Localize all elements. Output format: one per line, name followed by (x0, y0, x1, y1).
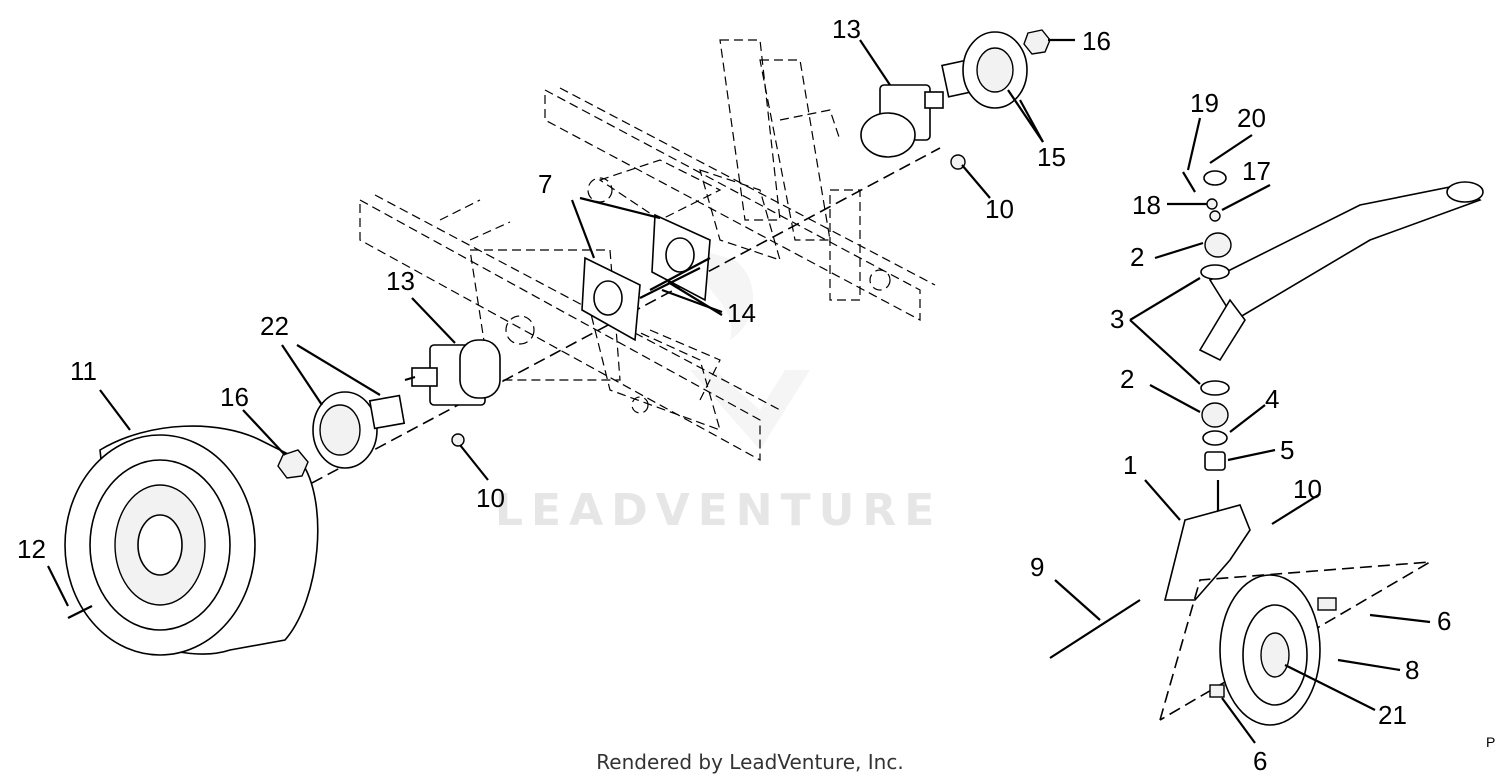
caster-tire (1159, 561, 1431, 726)
callout-21: 21 (1378, 700, 1407, 730)
callout-15: 15 (1037, 142, 1066, 172)
callout-20: 20 (1237, 103, 1266, 133)
axle-line-left (279, 147, 941, 501)
watermark-text: LEADVENTURE (495, 485, 942, 536)
corner-mark: P (1486, 734, 1496, 750)
left-hub (312, 391, 406, 469)
callout-10: 10 (476, 483, 505, 513)
callout-10: 10 (1293, 474, 1322, 504)
callout-13: 13 (832, 14, 861, 44)
callout-22: 22 (260, 311, 289, 341)
right-wheel-nut (1023, 29, 1051, 55)
nut-left (451, 433, 465, 447)
spacer-bottom (1209, 684, 1225, 698)
callout-8: 8 (1405, 655, 1419, 685)
callout-1: 1 (1123, 450, 1137, 480)
callout-18: 18 (1132, 190, 1161, 220)
callout-11: 11 (70, 356, 97, 386)
right-hub (941, 31, 1028, 109)
callout-6: 6 (1253, 746, 1267, 776)
callout-14: 14 (727, 298, 756, 328)
left-rear-tire (64, 425, 319, 656)
mower-frame (359, 39, 936, 462)
caster-fork (1163, 480, 1251, 601)
callout-16: 16 (1082, 26, 1111, 56)
callout-19: 19 (1190, 88, 1219, 118)
footer-credit: Rendered by LeadVenture, Inc. (596, 750, 904, 774)
callout-17: 17 (1242, 156, 1271, 186)
wheel-bolt (67, 605, 93, 619)
callout-3: 3 (1110, 304, 1124, 334)
callout-16: 16 (220, 382, 249, 412)
motor-gaskets (581, 213, 711, 342)
callout-5: 5 (1280, 435, 1294, 465)
callout-10: 10 (985, 194, 1014, 224)
callout-6: 6 (1437, 606, 1451, 636)
leader-lines (47, 38, 1431, 744)
left-wheel-nut (277, 449, 309, 479)
callout-4: 4 (1265, 384, 1279, 414)
watermark-logo (690, 250, 810, 450)
right-wheel-motor (860, 84, 944, 158)
callout-9: 9 (1030, 552, 1044, 582)
callout-2: 2 (1130, 242, 1144, 272)
axle-bolt (1049, 599, 1141, 659)
callout-13: 13 (386, 266, 415, 296)
left-wheel-motor (404, 339, 501, 406)
callout-12: 12 (17, 534, 46, 564)
caster-arm (1198, 181, 1484, 362)
callouts: 11 22 16 13 7 14 10 12 13 16 15 10 19 20… (17, 14, 1451, 776)
spacer-top (1317, 597, 1337, 611)
caster-bearing-stack (1182, 170, 1232, 471)
callout-7: 7 (538, 169, 552, 199)
callout-2: 2 (1120, 364, 1134, 394)
